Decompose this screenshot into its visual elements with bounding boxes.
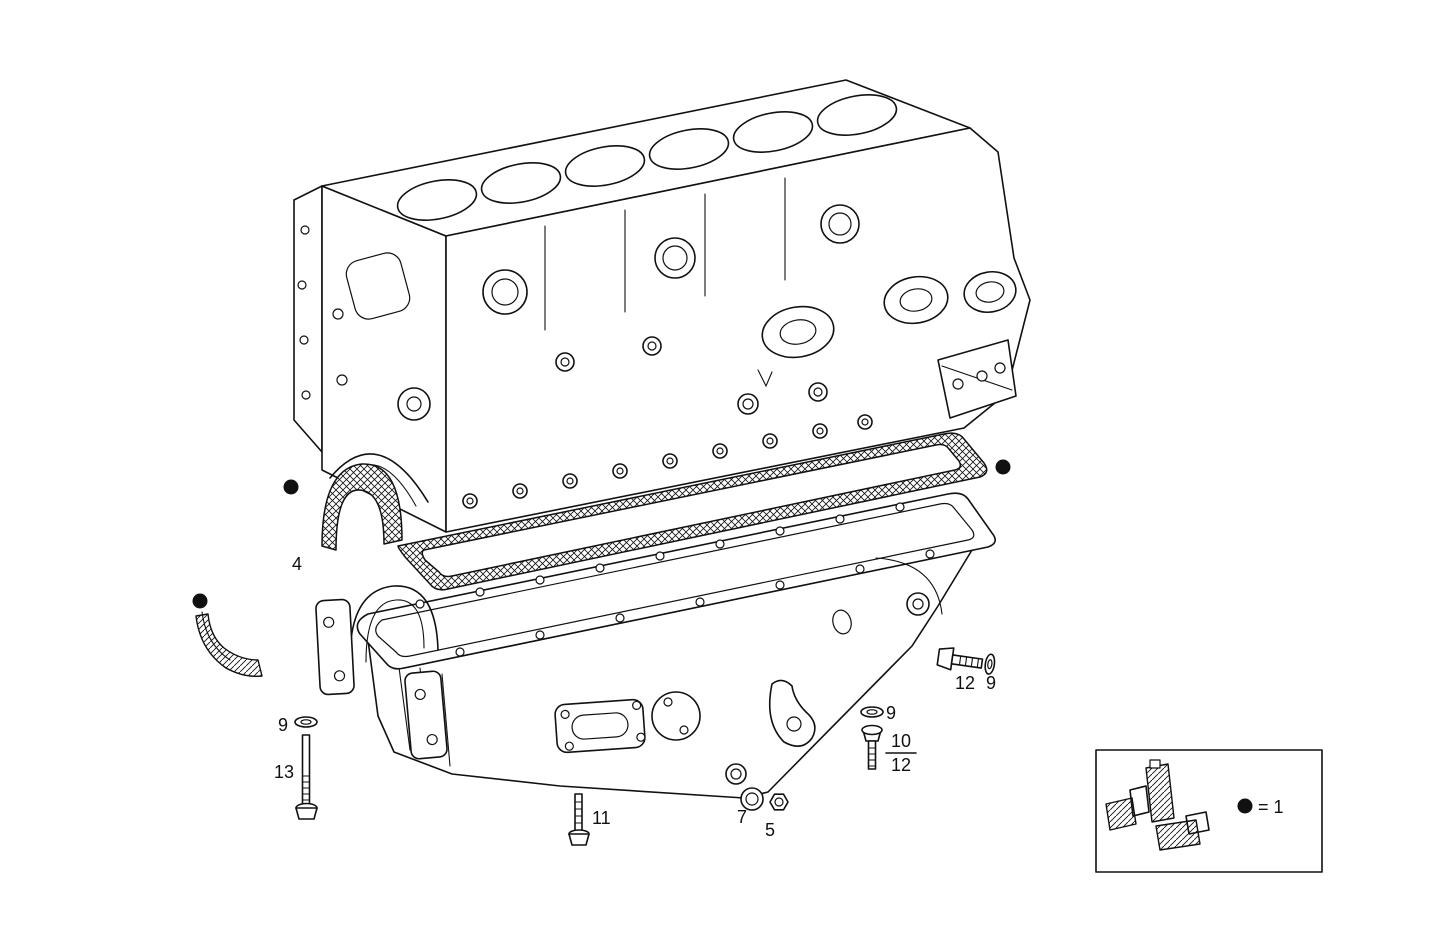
oil-pan-handle-bracket xyxy=(554,698,646,754)
callout-10: 10 xyxy=(891,731,911,751)
legend-dot xyxy=(1237,798,1253,814)
bolt-12-right xyxy=(936,647,996,675)
cylinder-rib-lines xyxy=(544,177,786,331)
callout-labels: 4 9 13 11 7 5 9 10 12 12 9 xyxy=(274,554,996,840)
oil-pan-gasket xyxy=(321,432,988,591)
callout-13: 13 xyxy=(274,762,294,782)
oil-pan-bracket-mid xyxy=(404,670,448,760)
ref-dot-left xyxy=(283,479,299,495)
plug-5 xyxy=(769,793,789,811)
side-face-bosses xyxy=(555,336,828,415)
lower-flange-bosses xyxy=(462,414,873,509)
legend-box: = 1 xyxy=(1095,749,1323,873)
callout-9-left: 9 xyxy=(278,715,288,735)
engine-block xyxy=(293,79,1031,533)
oil-pan-right-end xyxy=(832,557,943,635)
callout-9-right: 9 xyxy=(986,673,996,693)
callout-12-fraction: 12 xyxy=(891,755,911,775)
oil-pan-teardrop-bracket xyxy=(768,679,816,747)
cylinder-bores xyxy=(396,94,898,221)
engine-block-end-plate xyxy=(293,185,323,453)
flywheel-side-bracket xyxy=(937,339,1017,419)
bolt-13 xyxy=(295,734,318,820)
callout-7: 7 xyxy=(737,807,747,827)
callout-4: 4 xyxy=(292,554,302,574)
oil-pan-front-arch xyxy=(349,585,439,667)
oval-bosses xyxy=(761,270,1017,359)
crankshaft-seal-strip xyxy=(195,611,263,678)
core-plug-ports xyxy=(482,204,860,315)
ref-dot-seal xyxy=(192,593,208,609)
washer-9-right xyxy=(984,653,996,675)
callout-fraction-10-12: 10 12 xyxy=(885,731,917,775)
gasket-front-arch xyxy=(321,463,403,551)
main-bearing-arch xyxy=(329,453,429,503)
callout-11: 11 xyxy=(592,808,611,828)
gasket-ring xyxy=(397,432,988,591)
washer-9-mid xyxy=(860,706,884,718)
fasteners xyxy=(294,647,996,846)
reference-dots xyxy=(192,459,1011,609)
engine-block-side-face xyxy=(445,127,1031,533)
oil-pan xyxy=(315,492,996,799)
oil-pan-rim-bolt-holes xyxy=(415,502,935,657)
arrow-mark xyxy=(757,369,773,388)
engine-block-end-face xyxy=(321,185,447,533)
seal-ring-7 xyxy=(740,787,764,811)
legend-bearing-shells xyxy=(1105,759,1210,851)
washer-9-left xyxy=(294,716,318,728)
bolt-11 xyxy=(568,793,590,846)
callout-5: 5 xyxy=(765,820,775,840)
ref-dot-right xyxy=(995,459,1011,475)
callout-12-right: 12 xyxy=(955,673,975,693)
bolt-10-12 xyxy=(861,724,883,770)
legend-equation: = 1 xyxy=(1258,797,1284,817)
oil-pan-rim xyxy=(349,492,996,670)
oil-pan-round-boss xyxy=(651,691,701,741)
oil-pan-drain-boss xyxy=(725,763,747,785)
callout-9-mid: 9 xyxy=(886,703,896,723)
oil-pan-bracket-left xyxy=(315,598,355,696)
